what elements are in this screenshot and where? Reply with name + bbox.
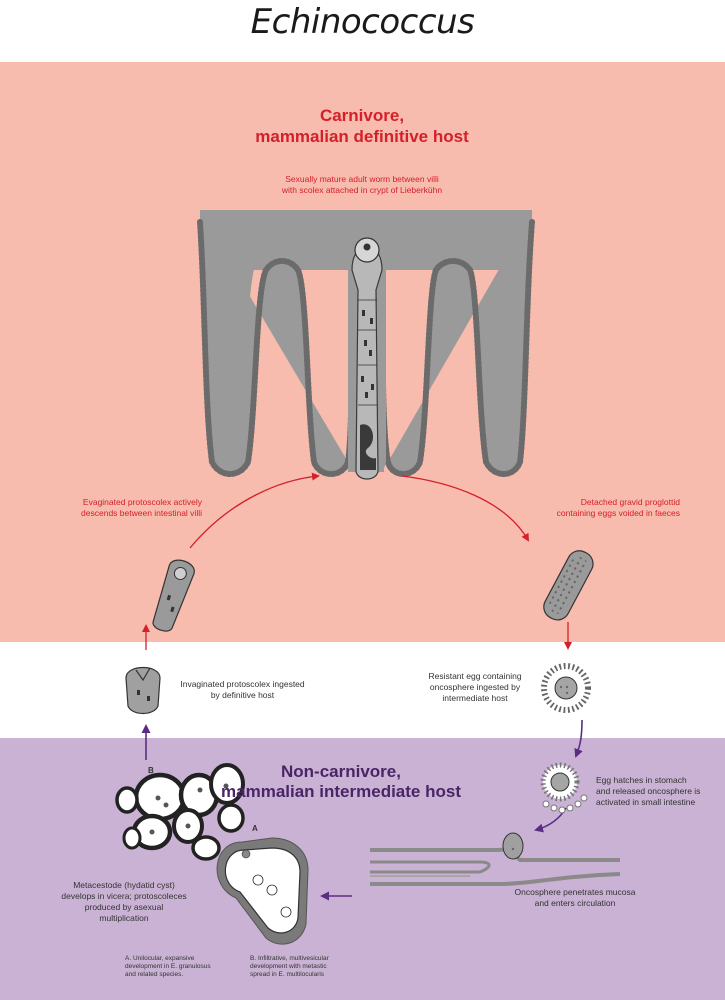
label-line: by definitive host — [210, 690, 275, 700]
gravid-proglottid — [543, 550, 594, 621]
unilocular-cyst — [216, 837, 309, 945]
label-line: intermediate host — [442, 693, 508, 703]
cyst-letter-a: A — [252, 824, 258, 833]
note-b: B. Infiltrative, multivesicular developm… — [250, 955, 365, 979]
label-line: Invaginated protoscolex ingested — [180, 679, 305, 689]
metacestode-label: Metacestode (hydatid cyst) develops in v… — [54, 880, 194, 924]
label-line: oncosphere ingested by — [429, 682, 521, 692]
label-line: multiplication — [99, 913, 149, 923]
note-a: A. Unilocular, expansive development in … — [125, 955, 235, 979]
intestinal-mucosa — [370, 832, 621, 886]
hatch-label: Egg hatches in stomach and released onco… — [596, 775, 716, 808]
label-line: Detached gravid proglottid — [580, 497, 680, 507]
label-line: and related species. — [125, 971, 184, 978]
label-line: Oncosphere penetrates mucosa — [514, 887, 636, 897]
adult-worm-label: Sexually mature adult worm between villi… — [262, 174, 462, 196]
adult-worm — [351, 237, 383, 480]
label-line: Resistant egg containing — [428, 671, 522, 681]
penetrate-label: Oncosphere penetrates mucosa and enters … — [500, 887, 650, 909]
label-line: develops in vicera; protoscoleces — [61, 891, 187, 901]
label-line: Evaginated protoscolex actively — [82, 497, 202, 507]
intermediate-host-line2: mammalian intermediate host — [221, 782, 461, 801]
invaginated-label: Invaginated protoscolex ingested by defi… — [170, 679, 315, 701]
label-line: spread in E. multilocularis — [250, 971, 325, 978]
arrow-to-proglottid — [401, 475, 529, 542]
intermediate-host-line1: Non-carnivore, — [281, 762, 401, 781]
definitive-host-line1: Carnivore, — [319, 106, 405, 125]
arrow-to-hatch — [574, 719, 583, 758]
environment-zone — [0, 642, 725, 738]
label-line: and released oncosphere is — [596, 786, 701, 796]
definitive-host-heading: Carnivore, mammalian definitive host — [212, 105, 512, 147]
evaginated-protoscolex — [152, 559, 195, 632]
label-line: Egg hatches in stomach — [596, 775, 687, 785]
evaginated-label: Evaginated protoscolex actively descends… — [52, 497, 202, 519]
label-line: with scolex attached in crypt of Lieberk… — [281, 185, 443, 195]
intermediate-host-zone — [0, 738, 725, 1000]
label-line: A. Unilocular, expansive — [125, 955, 195, 962]
page-title: Echinococcus — [250, 2, 475, 42]
label-line: B. Infiltrative, multivesicular — [250, 955, 329, 962]
detached-proglottid-label: Detached gravid proglottid containing eg… — [520, 497, 680, 519]
resistant-egg — [541, 663, 591, 713]
cyst-letter-b: B — [148, 766, 154, 775]
label-line: and enters circulation — [534, 898, 616, 908]
label-line: descends between intestinal villi — [81, 508, 202, 518]
label-line: activated in small intestine — [596, 797, 696, 807]
label-line: Metacestode (hydatid cyst) — [73, 880, 175, 890]
arrow-to-adult — [189, 472, 320, 549]
label-line: Sexually mature adult worm between villi — [285, 174, 439, 184]
multilocular-cyst — [115, 763, 245, 861]
label-line: containing eggs voided in faeces — [556, 508, 680, 518]
intermediate-host-heading: Non-carnivore, mammalian intermediate ho… — [206, 762, 476, 802]
invaginated-protoscolex — [125, 666, 161, 715]
hatching-egg — [540, 762, 588, 814]
label-line: development in E. granulosus — [125, 963, 211, 970]
definitive-host-line2: mammalian definitive host — [255, 127, 469, 146]
resistant-egg-label: Resistant egg containing oncosphere inge… — [410, 671, 540, 704]
label-line: produced by asexual — [84, 902, 164, 912]
label-line: development with metastic — [250, 963, 327, 970]
